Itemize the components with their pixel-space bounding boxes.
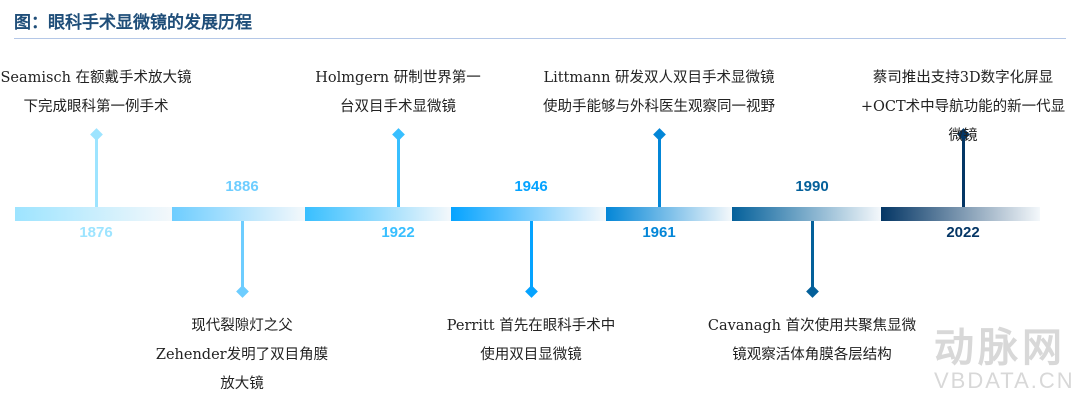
event-text-line: Seamisch 在额戴手术放大镜 — [0, 70, 192, 86]
timeline-segment — [606, 207, 732, 221]
event-text-line: Holmgern 研制世界第一 — [315, 70, 481, 86]
timeline-segment — [15, 207, 172, 221]
diamond-marker — [805, 285, 819, 298]
year-label: 1946 — [514, 178, 548, 195]
year-label: 1922 — [381, 224, 415, 241]
year-label: 1886 — [225, 178, 259, 195]
year-label: 1990 — [795, 178, 829, 195]
timeline-segment — [881, 207, 1040, 221]
connector-line — [397, 135, 400, 207]
diamond-marker — [524, 285, 538, 298]
event-text-line: Zehender发明了双目角膜 — [155, 347, 329, 363]
event-description: Holmgern 研制世界第一台双目手术显微镜 — [198, 64, 598, 122]
year-label: 1876 — [79, 224, 113, 241]
title-divider — [14, 38, 1066, 39]
watermark-logo: 动脉网 — [934, 326, 1066, 370]
year-label: 1961 — [642, 224, 676, 241]
event-text-line: +OCT术中导航功能的新一代显 — [860, 99, 1066, 115]
event-text-line: Littmann 研发双人双目手术显微镜 — [543, 70, 775, 86]
event-text-line: 镜观察活体角膜各层结构 — [732, 347, 892, 363]
timeline-segment — [732, 207, 881, 221]
year-label: 2022 — [946, 224, 980, 241]
event-description: Littmann 研发双人双目手术显微镜使助手能够与外科医生观察同一视野 — [459, 64, 859, 122]
timeline-segment — [172, 207, 305, 221]
event-text-line: Perritt 首先在眼科手术中 — [446, 318, 616, 334]
connector-line — [95, 135, 98, 207]
connector-line — [658, 135, 661, 207]
diamond-marker — [652, 128, 666, 141]
diamond-marker — [89, 128, 103, 141]
event-text-line: 现代裂隙灯之父 — [191, 318, 293, 334]
event-text-line: 放大镜 — [220, 376, 264, 392]
event-description: 蔡司推出支持3D数字化屏显 +OCT术中导航功能的新一代显微镜 — [763, 64, 1080, 151]
timeline-segment — [451, 207, 606, 221]
event-text-line: 蔡司推出支持3D数字化屏显 — [872, 70, 1054, 86]
event-text-line: 台双目手术显微镜 — [340, 99, 456, 115]
page-title: 图：眼科手术显微镜的发展历程 — [14, 13, 252, 33]
watermark: 动脉网 VBDATA.CN — [886, 328, 1075, 394]
event-text-line: 使用双目显微镜 — [480, 347, 582, 363]
event-description: Seamisch 在额戴手术放大镜下完成眼科第一例手术 — [0, 64, 296, 122]
event-description: Cavanagh 首次使用共聚焦显微镜观察活体角膜各层结构 — [612, 312, 1012, 370]
event-text-line: Cavanagh 首次使用共聚焦显微 — [707, 318, 917, 334]
timeline-segment — [305, 207, 451, 221]
watermark-url: VBDATA.CN — [934, 368, 1075, 393]
event-description: 现代裂隙灯之父 Zehender发明了双目角膜放大镜 — [42, 312, 442, 399]
connector-line — [241, 221, 244, 291]
event-text-line: 微镜 — [948, 128, 978, 144]
connector-line — [530, 221, 533, 291]
diamond-marker — [391, 128, 405, 141]
connector-line — [811, 221, 814, 291]
event-text-line: 使助手能够与外科医生观察同一视野 — [543, 99, 775, 115]
event-text-line: 下完成眼科第一例手术 — [23, 99, 169, 115]
diamond-marker — [235, 285, 249, 298]
event-description: Perritt 首先在眼科手术中使用双目显微镜 — [331, 312, 731, 370]
connector-line — [962, 135, 965, 207]
